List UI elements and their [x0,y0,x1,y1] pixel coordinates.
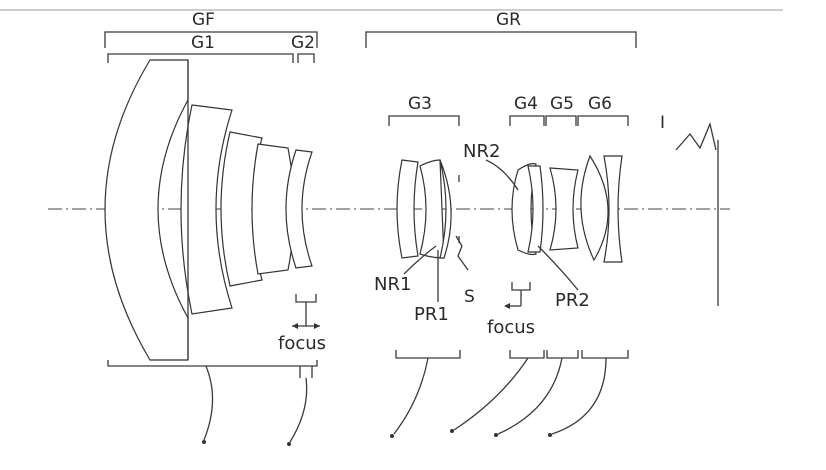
stop-s-label: S [464,287,475,307]
g4-bottom-bracket [509,350,545,359]
pr2-leader [537,245,579,291]
g5-lens [549,167,579,251]
focus-front-bracket [295,294,317,303]
g6-bracket [577,115,629,126]
stop-s-leader [455,235,469,271]
gf-label: GF [192,10,215,30]
leader-g6 [551,357,607,435]
nr2-leader [485,159,519,191]
gr-bracket [365,31,637,48]
g4-bracket [509,115,545,126]
leader-gf-g1-dot [202,440,206,444]
nr2-label: NR2 [463,141,500,162]
g6-biconcave-lens [603,155,623,263]
g4-label: G4 [514,94,538,114]
leader-g3 [393,357,429,435]
g4-pr2-lens [527,165,544,253]
leader-g2-dot [287,442,291,446]
image-plane-leader [675,121,717,151]
leader-gf-g1 [203,365,214,441]
g3-pr1-lens [439,159,452,259]
g5-bracket [545,115,577,126]
g2-bracket [297,53,315,63]
g3-bracket [388,115,460,126]
focus-front-arrowhead-right [314,323,320,329]
nr1-label: NR1 [374,274,411,295]
nr1-leader [403,245,437,275]
leader-g6-dot [548,433,552,437]
g1-bracket [107,53,294,63]
pr2-label: PR2 [555,290,590,311]
g6-label: G6 [588,94,612,114]
leader-g3-dot [390,434,394,438]
g3-label: G3 [408,94,432,114]
g5-label: G5 [550,94,574,114]
focus-front-label: focus [278,333,326,354]
leader-g5-dot [494,433,498,437]
g3-bottom-bracket [395,350,461,359]
g2-lens [285,149,313,269]
leader-g5 [497,357,563,435]
g1-label: G1 [191,33,215,53]
gf-bottom-bracket [107,360,318,367]
g1-front-meniscus-lens [104,59,189,361]
leader-g4-dot [450,429,454,433]
g3-first-lens [396,159,419,259]
g3-cemented-doublet [419,159,445,259]
leader-g2 [289,377,308,443]
g1-second-lens [180,104,233,315]
gf-bracket [104,31,318,48]
focus-rear-arrowhead [504,303,510,309]
g2-label: G2 [291,33,315,53]
focus-front-arrowhead-left [292,323,298,329]
focus-rear-label: focus [487,317,535,338]
g6-biconvex-lens [580,154,609,262]
g5-bottom-bracket [546,350,579,359]
image-plane-label: I [660,113,665,133]
g6-bottom-bracket [581,350,629,359]
leader-g4 [453,357,529,431]
g4-nr2-lens [511,163,537,256]
gr-label: GR [496,10,521,30]
focus-rear-bracket [511,282,531,291]
pr1-label: PR1 [414,304,449,325]
bottom-leader-arrows [202,357,607,446]
